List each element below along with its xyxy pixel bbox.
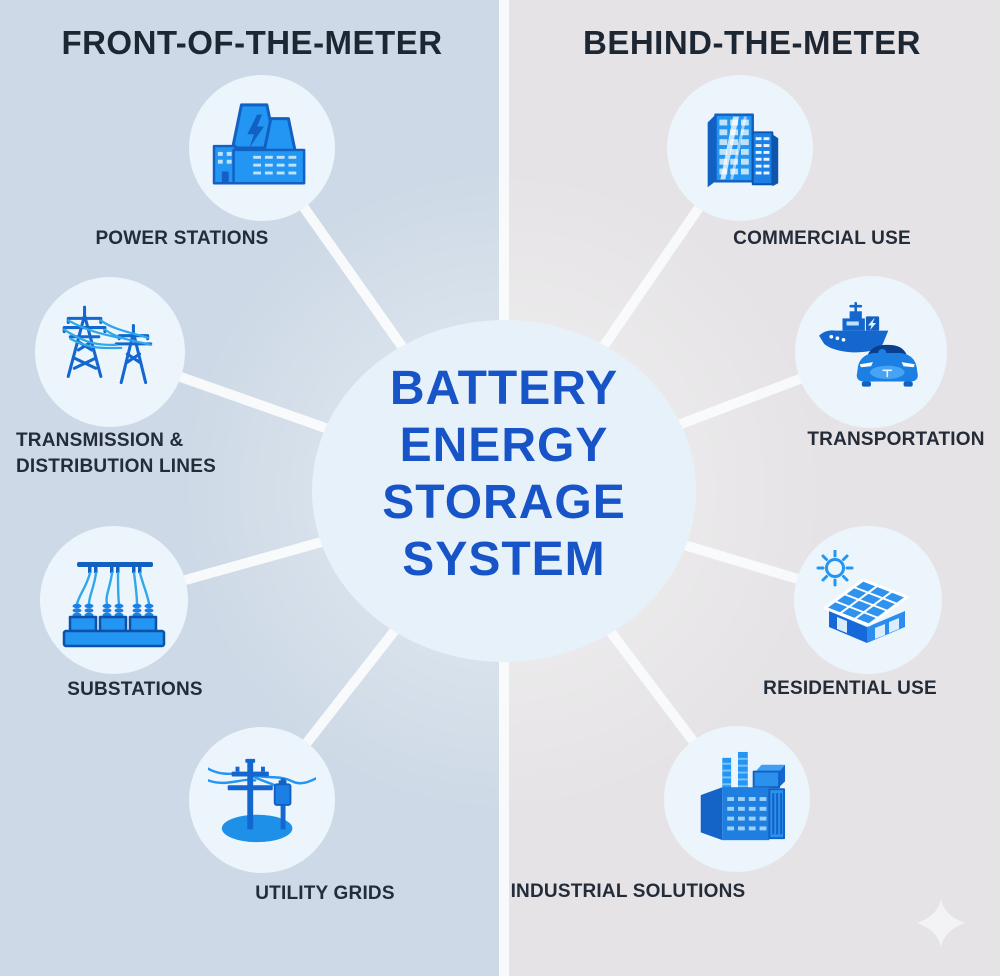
substation-transformers-icon	[62, 562, 166, 648]
node-residential-use	[794, 526, 942, 674]
center-title: BATTERY ENERGY STORAGE SYSTEM	[382, 360, 625, 588]
office-buildings-icon	[707, 113, 779, 188]
label-commercial-use: COMMERCIAL USE	[733, 228, 911, 249]
node-industrial-solutions	[664, 726, 810, 872]
label-industrial-solutions: INDUSTRIAL SOLUTIONS	[510, 881, 746, 902]
power-plant-icon	[212, 103, 306, 185]
center-title-line: BATTERY	[389, 362, 619, 415]
center-title-line: STORAGE	[382, 476, 626, 529]
front-of-meter-heading: FRONT-OF-THE-METER	[61, 24, 443, 61]
utility-pole-icon	[208, 758, 316, 843]
center-title-line: ENERGY	[399, 419, 609, 472]
car-front	[856, 344, 918, 387]
node-transportation	[795, 276, 947, 428]
node-power-stations	[189, 75, 335, 221]
sun-icon	[816, 550, 854, 587]
node-transmission-distribution	[35, 277, 185, 427]
label-residential-use: RESIDENTIAL USE	[763, 678, 937, 699]
four-pointed-star-icon	[917, 899, 965, 947]
transmission-towers-icon	[62, 305, 153, 385]
node-utility-grids	[189, 727, 335, 873]
label-utility-grids: UTILITY GRIDS	[255, 883, 395, 904]
solar-house-sun-icon	[816, 550, 909, 643]
center-circle: BATTERY ENERGY STORAGE SYSTEM	[312, 320, 696, 662]
label-transmission-distribution: TRANSMISSION & DISTRIBUTION LINES	[16, 430, 216, 477]
node-commercial-use	[667, 75, 813, 221]
label-power-stations: POWER STATIONS	[95, 228, 269, 249]
electric-ship-and-car-icon	[819, 301, 918, 387]
label-substations: SUBSTATIONS	[67, 679, 203, 700]
center-title-line: SYSTEM	[402, 533, 606, 586]
behind-meter-heading: BEHIND-THE-METER	[583, 24, 921, 61]
factory-icon	[700, 751, 786, 841]
node-substations	[40, 526, 188, 674]
label-transportation: TRANSPORTATION	[807, 429, 985, 450]
